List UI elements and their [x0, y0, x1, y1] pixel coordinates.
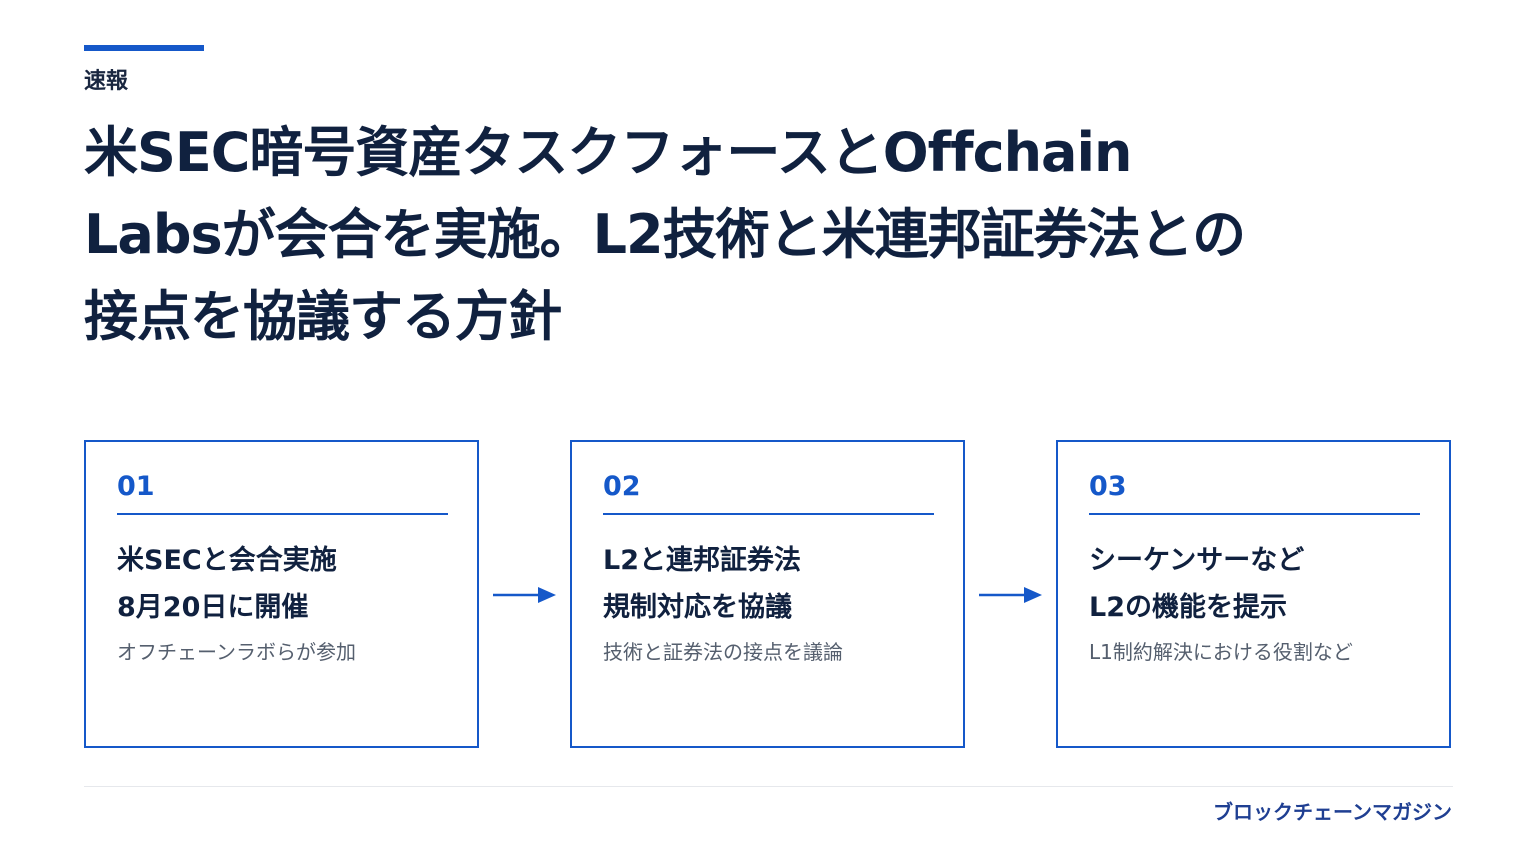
step-title: シーケンサーなど L2の機能を提示 — [1089, 537, 1429, 631]
step-description: L1制約解決における役割など — [1089, 640, 1353, 664]
step-card-2: 02 L2と連邦証券法 規制対応を協議 技術と証券法の接点を議論 — [570, 440, 965, 748]
step-divider — [603, 513, 934, 515]
step-title-line-1: 米SECと会合実施 — [117, 545, 337, 576]
headline: 米SEC暗号資産タスクフォースとOffchain Labsが会合を実施。L2技術… — [84, 121, 1246, 348]
step-title-line-1: シーケンサーなど — [1089, 545, 1305, 576]
step-card-1: 01 米SECと会合実施 8月20日に開催 オフチェーンラボらが参加 — [84, 440, 479, 748]
arrow-right-icon — [979, 587, 1042, 603]
steps-row: 01 米SECと会合実施 8月20日に開催 オフチェーンラボらが参加 02 L2… — [84, 440, 1453, 748]
step-title: L2と連邦証券法 規制対応を協議 — [603, 537, 943, 631]
step-divider — [1089, 513, 1420, 515]
step-divider — [117, 513, 448, 515]
step-card-3: 03 シーケンサーなど L2の機能を提示 L1制約解決における役割など — [1056, 440, 1451, 748]
category-label: 速報 — [84, 69, 129, 94]
brand-name: ブロックチェーンマガジン — [1213, 800, 1452, 824]
step-title-line-2: 規制対応を協議 — [603, 592, 792, 623]
step-title-line-2: 8月20日に開催 — [117, 592, 309, 623]
footer-divider — [84, 786, 1453, 787]
step-title-line-1: L2と連邦証券法 — [603, 545, 801, 576]
arrow-right-icon — [493, 587, 556, 603]
step-title: 米SECと会合実施 8月20日に開催 — [117, 537, 457, 631]
step-description: オフチェーンラボらが参加 — [117, 640, 356, 664]
step-number: 03 — [1089, 471, 1127, 502]
step-title-line-2: L2の機能を提示 — [1089, 592, 1287, 623]
step-number: 01 — [117, 471, 155, 502]
step-number: 02 — [603, 471, 641, 502]
accent-bar — [84, 45, 204, 51]
step-description: 技術と証券法の接点を議論 — [603, 640, 843, 664]
